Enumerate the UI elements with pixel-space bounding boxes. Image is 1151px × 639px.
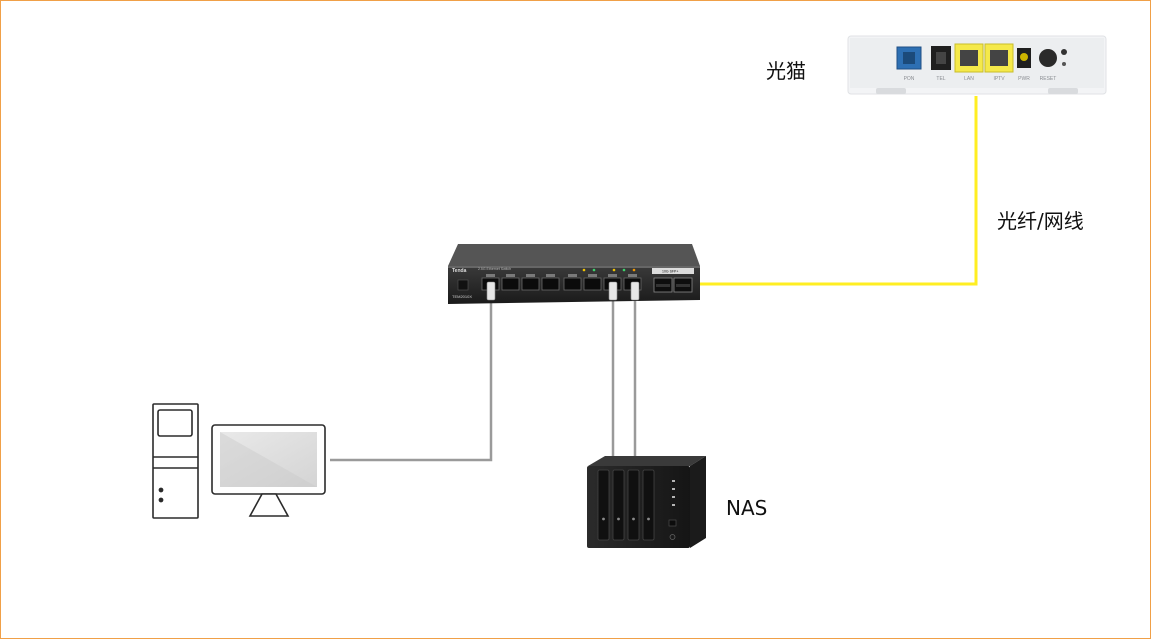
modem-label: 光猫 — [766, 59, 806, 83]
nas-device — [587, 456, 706, 548]
pc-ethernet-link — [330, 296, 493, 462]
switch-model: TEM2010X — [452, 294, 472, 299]
desktop-tower-icon — [152, 403, 199, 519]
ethernet-switch — [448, 244, 700, 304]
switch-title: 2.5G Ethernet Switch — [478, 267, 511, 271]
switch-text: Tenda 2.5G Ethernet Switch TEM2010X 10G … — [452, 267, 678, 299]
monitor-icon — [211, 424, 326, 517]
optical-modem — [847, 35, 1107, 95]
switch-status-leds — [582, 268, 636, 272]
fiber-link — [688, 96, 978, 286]
switch-brand: Tenda — [452, 268, 467, 274]
fiber-link-label: 光纤/网线 — [997, 209, 1084, 233]
switch-sfp-label: 10G SFP+ — [662, 270, 678, 274]
modem-port-labels: PON TEL LAN IPTV PWR RESET — [904, 76, 1057, 82]
modem-port-label: RESET — [1040, 76, 1057, 82]
modem-port-label: TEL — [936, 76, 945, 82]
modem-port-label: PWR — [1018, 76, 1030, 82]
modem-port-label: PON — [904, 76, 915, 82]
nas-label: NAS — [726, 496, 768, 520]
modem-port-label: IPTV — [993, 76, 1005, 82]
switch-sfp-ports — [652, 268, 694, 293]
modem-port-label: LAN — [964, 76, 974, 82]
